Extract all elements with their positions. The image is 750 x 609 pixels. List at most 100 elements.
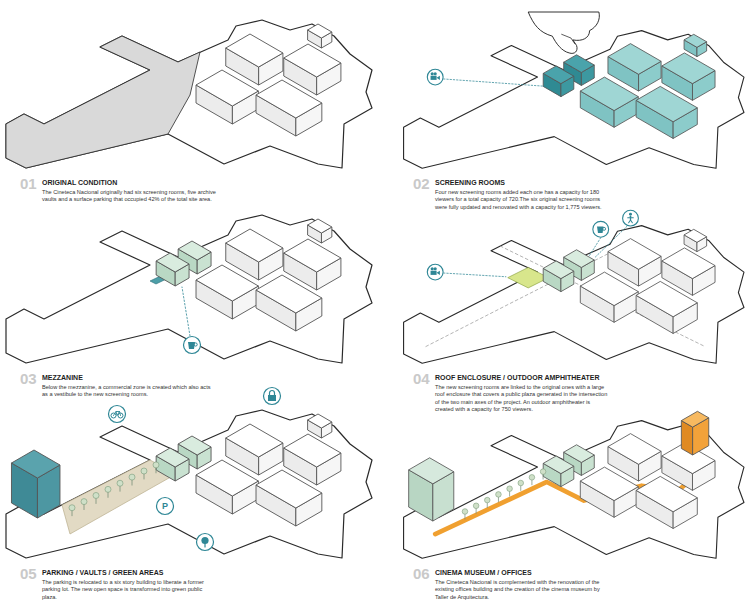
- step-description: The new screening rooms are linked to th…: [435, 384, 610, 413]
- screening-room-roof: [636, 86, 697, 121]
- screening-room-roof: [608, 434, 661, 465]
- step-number: 06: [413, 566, 430, 581]
- lock-glyph: [268, 395, 276, 401]
- camera-glyph: [431, 76, 437, 80]
- new-screening-room-roof: [564, 55, 595, 73]
- camera-glyph: [434, 267, 437, 270]
- screening-room-roof: [256, 275, 322, 313]
- site-plan: [6, 20, 372, 168]
- screening-room-roof: [284, 239, 341, 272]
- step-heading: ROOF ENCLOSURE / OUTDOOR AMPHITHEATER: [435, 374, 600, 382]
- step-description: The Cineteca Nacional is complemented wi…: [435, 579, 610, 601]
- parking-building-roof: [11, 450, 59, 478]
- leader-line: [182, 287, 190, 336]
- person-glyph: [629, 220, 633, 223]
- tree-crown: [518, 480, 524, 486]
- camera-icon-ring: [427, 69, 443, 85]
- site-outline: [6, 410, 372, 558]
- tree-icon-ring: [197, 534, 214, 551]
- screening-room-roof: [226, 424, 283, 457]
- new-screening-room-roof: [156, 448, 189, 467]
- surface-parking: [6, 36, 200, 168]
- new-screening-room-roof: [543, 66, 574, 84]
- site-plan: [404, 411, 744, 558]
- bike-glyph: [116, 412, 120, 416]
- cup-glyph: [194, 343, 197, 346]
- bike-glyph: [114, 412, 121, 416]
- screening-room-roof: [308, 414, 332, 428]
- screening-room-roof: [608, 44, 661, 75]
- camera-glyph: [431, 72, 434, 75]
- screening-room-roof: [580, 272, 638, 305]
- site-outline: [6, 20, 372, 168]
- site-plan: [404, 12, 744, 168]
- amphitheater-area: [508, 267, 549, 287]
- step-number: 03: [20, 371, 37, 386]
- screening-room-roof: [284, 434, 341, 467]
- step-number: 02: [413, 176, 430, 191]
- screening-room-roof: [636, 281, 697, 316]
- screening-room-roof: [256, 80, 322, 118]
- new-screening-room-roof: [156, 253, 189, 272]
- person-glyph: [628, 217, 634, 218]
- screening-room-roof: [662, 53, 715, 84]
- new-screening-room-roof: [564, 445, 595, 463]
- bike-icon-ring: [109, 406, 126, 423]
- step-number: 01: [20, 176, 37, 191]
- leader-line: [444, 273, 506, 277]
- step-description: Below the mezzanine, a commercial zone i…: [42, 384, 217, 399]
- tree-crown: [507, 486, 513, 492]
- camera-glyph: [437, 271, 440, 275]
- screening-room-roof: [308, 24, 332, 38]
- site-outline: [404, 226, 744, 364]
- person-icon-ring: [623, 210, 639, 226]
- camera-glyph: [431, 271, 437, 275]
- lock-glyph: [270, 391, 275, 396]
- tree-crown: [529, 475, 535, 481]
- cup-icon-ring: [593, 221, 609, 237]
- screening-room-roof: [580, 77, 638, 110]
- step-heading: PARKING / VAULTS / GREEN AREAS: [42, 569, 163, 577]
- cup-glyph: [603, 227, 606, 230]
- screening-room-roof: [226, 34, 283, 67]
- camera-glyph: [437, 76, 440, 80]
- offices-building-roof: [409, 458, 454, 484]
- screening-room-roof: [226, 229, 283, 262]
- new-screening-room-roof: [178, 436, 211, 455]
- step-description: The parking is relocated to a six story …: [42, 579, 217, 601]
- screening-room-roof: [256, 470, 322, 508]
- step-heading: SCREENING ROOMS: [435, 179, 505, 187]
- tree-crown: [153, 462, 159, 468]
- screening-room-roof: [196, 460, 258, 496]
- screening-room-roof: [196, 265, 258, 301]
- leader-line: [590, 238, 601, 256]
- screening-room-roof: [608, 239, 661, 270]
- tree-crown: [129, 474, 135, 480]
- tree-crown: [540, 469, 546, 475]
- step-heading: MEZZANINE: [42, 374, 83, 382]
- screening-room-roof: [684, 34, 707, 47]
- tree-crown: [496, 492, 502, 498]
- leader-line: [444, 79, 547, 86]
- screening-room-roof: [662, 248, 715, 279]
- hand-drawing: [562, 34, 575, 43]
- screening-room-roof: [308, 219, 332, 233]
- step-heading: ORIGINAL CONDITION: [42, 179, 117, 187]
- site-plan: [404, 210, 744, 363]
- screening-room-roof: [636, 476, 697, 511]
- cinema-museum-roof: [681, 411, 708, 427]
- cup-icon-ring: [184, 337, 201, 354]
- screening-room-roof: [196, 70, 258, 106]
- screening-room-roof: [284, 44, 341, 77]
- step-description: Four new screening rooms added each one …: [435, 189, 610, 211]
- tree-crown: [69, 505, 75, 511]
- site-plan: [6, 215, 372, 363]
- tree-crown: [93, 492, 99, 498]
- parking-icon-ring: [157, 498, 174, 515]
- step-description: The Cineteca Nacional originally had six…: [42, 189, 217, 204]
- lock-icon-ring: [264, 388, 281, 405]
- camera-icon-ring: [427, 264, 443, 280]
- person-glyph: [629, 213, 632, 216]
